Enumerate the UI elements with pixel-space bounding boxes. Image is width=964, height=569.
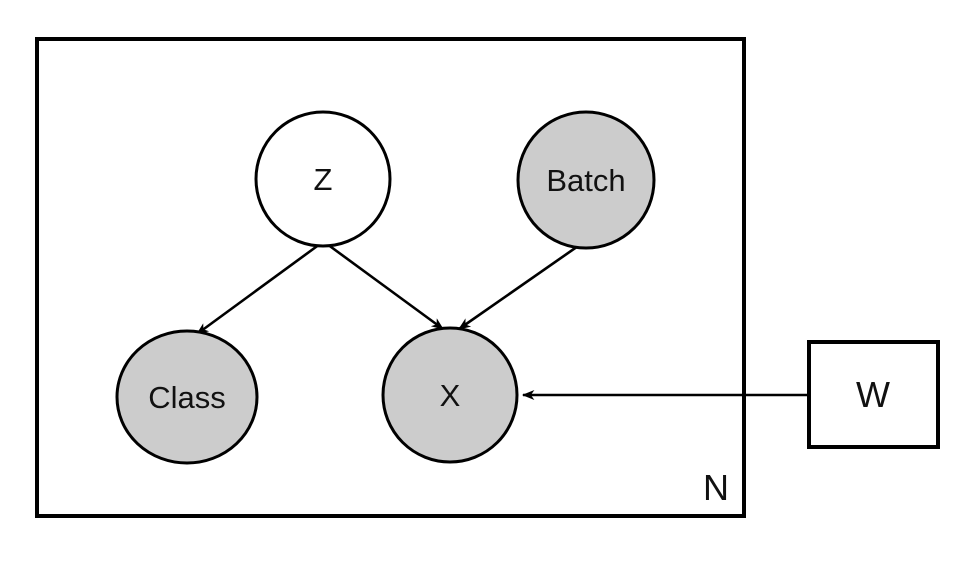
edge-z-to-x-arrow: [326, 242, 444, 331]
node-w-label: W: [856, 374, 890, 415]
node-w: W: [807, 340, 940, 449]
node-class-label: Class: [148, 380, 226, 415]
node-batch: Batch: [516, 110, 656, 250]
node-z-label: Z: [314, 162, 333, 197]
node-x: X: [381, 326, 519, 464]
edge-z-to-class-arrow: [196, 242, 321, 336]
plate-rect: [35, 37, 746, 518]
node-class: Class: [115, 329, 259, 465]
node-batch-label: Batch: [546, 163, 625, 198]
node-z: Z: [254, 110, 392, 248]
node-w-box: [807, 340, 940, 449]
node-class-circle: [115, 329, 259, 465]
node-batch-circle: [516, 110, 656, 250]
node-x-circle: [381, 326, 519, 464]
edge-batch-to-x-arrow: [458, 242, 582, 331]
plate-label: N: [703, 467, 729, 508]
node-x-label: X: [440, 378, 461, 413]
node-z-circle: [254, 110, 392, 248]
